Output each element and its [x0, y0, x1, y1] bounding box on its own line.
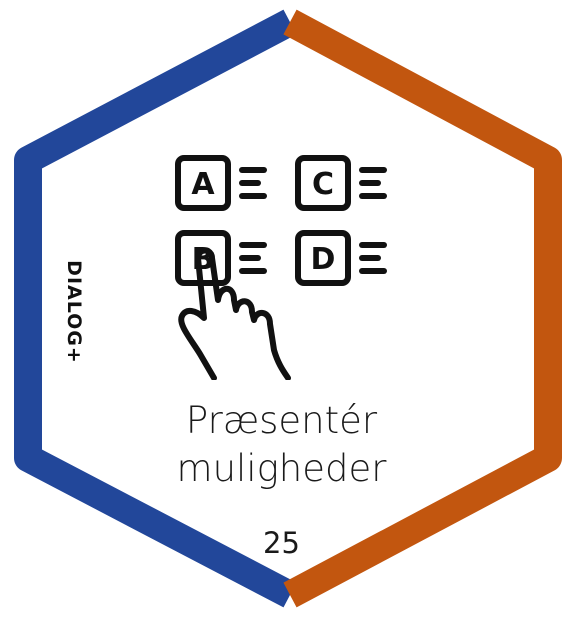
- option-a-label: A: [191, 167, 215, 202]
- card-title-line-1: Præsentér: [185, 399, 378, 442]
- option-c-box: [295, 155, 351, 211]
- option-d-box: [295, 230, 351, 286]
- option-d-label: D: [311, 242, 336, 277]
- hex-border-left: [14, 9, 297, 608]
- multiple-choice-hand-icon: A C B D: [175, 155, 387, 380]
- brand-logo: DIALOG+: [63, 260, 85, 364]
- hex-border-right: [283, 9, 562, 608]
- card-title-line-2: muligheder: [176, 447, 387, 490]
- pointing-hand: [178, 247, 291, 380]
- option-c-label: C: [312, 167, 334, 202]
- option-a-box: [175, 155, 231, 211]
- option-b-label: B: [192, 242, 215, 277]
- card-number: 25: [263, 526, 300, 560]
